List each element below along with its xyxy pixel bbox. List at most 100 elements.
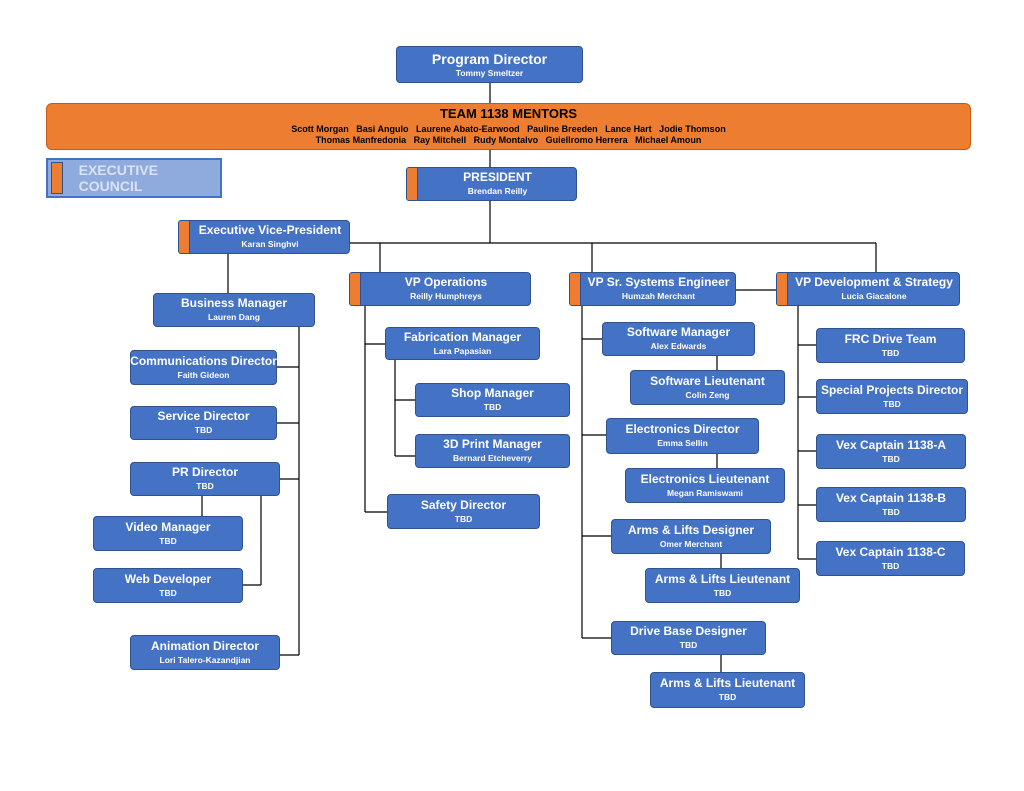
person-name: Emma Sellin (657, 438, 708, 449)
person-name: Karan Singhvi (241, 239, 299, 250)
person-name: Bernard Etcheverry (453, 453, 532, 464)
role-title: VP Sr. Systems Engineer (587, 275, 730, 290)
role-title: Arms & Lifts Lieutenant (659, 676, 796, 691)
role-title: Drive Base Designer (630, 624, 747, 639)
person-name: TBD (881, 560, 900, 571)
business-manager-box: Business Manager Lauren Dang (153, 293, 315, 327)
role-title: Arms & Lifts Designer (627, 522, 755, 537)
service-director-box: Service Director TBD (130, 406, 277, 440)
executive-tab (569, 272, 581, 306)
role-title: VP Development & Strategy (795, 275, 953, 290)
role-title: Program Director (431, 50, 548, 67)
person-name: TBD (679, 640, 698, 651)
role-title: VP Operations (404, 275, 488, 290)
role-title: Vex Captain 1138-C (835, 544, 946, 559)
president-box: PRESIDENT Brendan Reilly (406, 167, 577, 201)
role-title: Vex Captain 1138-A (835, 437, 947, 452)
arms-lifts-designer-box: Arms & Lifts Designer Omer Merchant (611, 519, 771, 554)
role-title: Web Developer (124, 571, 212, 586)
role-title: Arms & Lifts Lieutenant (654, 571, 791, 586)
vex-captain-a-box: Vex Captain 1138-A TBD (816, 434, 966, 469)
video-manager-box: Video Manager TBD (93, 516, 243, 551)
communications-director-box: Communications Director Faith Gideon (130, 350, 277, 385)
person-name: TBD (881, 347, 900, 358)
role-title: Electronics Director (625, 422, 740, 437)
legend-label: EXECUTIVE COUNCIL (78, 162, 158, 194)
software-lieutenant-box: Software Lieutenant Colin Zeng (630, 370, 785, 405)
person-name: Omer Merchant (659, 538, 723, 549)
person-name: Lauren Dang (208, 312, 260, 323)
person-name: TBD (713, 587, 732, 598)
role-title: Shop Manager (451, 386, 534, 401)
vp-operations-box: VP Operations Reilly Humphreys (349, 272, 531, 306)
role-title: Safety Director (420, 497, 507, 512)
fabrication-manager-box: Fabrication Manager Lara Papasian (385, 327, 540, 360)
vp-systems-engineer-box: VP Sr. Systems Engineer Humzah Merchant (569, 272, 736, 306)
role-title: Special Projects Director (820, 382, 964, 397)
person-name: TBD (196, 481, 214, 492)
person-name: Megan Ramiswami (666, 487, 744, 498)
print-3d-manager-box: 3D Print Manager Bernard Etcheverry (415, 434, 570, 468)
executive-tab (349, 272, 361, 306)
person-name: TBD (483, 402, 502, 413)
executive-tab (406, 167, 418, 201)
person-name: Alex Edwards (650, 341, 707, 352)
role-title: Software Lieutenant (650, 373, 765, 388)
executive-council-legend: EXECUTIVE COUNCIL (46, 158, 222, 198)
safety-director-box: Safety Director TBD (387, 494, 540, 529)
mentors-title: TEAM 1138 MENTORS (439, 106, 578, 122)
person-name: TBD (882, 506, 900, 517)
frc-drive-team-box: FRC Drive Team TBD (816, 328, 965, 363)
executive-tab (776, 272, 788, 306)
role-title: Executive Vice-President (198, 223, 342, 238)
person-name: TBD (882, 453, 900, 464)
arms-lifts-lieutenant-box: Arms & Lifts Lieutenant TBD (645, 568, 800, 603)
person-name: Brendan Reilly (467, 186, 528, 197)
person-name: TBD (718, 692, 737, 703)
person-name: Faith Gideon (177, 369, 230, 380)
software-manager-box: Software Manager Alex Edwards (602, 322, 755, 356)
shop-manager-box: Shop Manager TBD (415, 383, 570, 417)
role-title: 3D Print Manager (443, 437, 542, 452)
vex-captain-c-box: Vex Captain 1138-C TBD (816, 541, 965, 576)
person-name: TBD (194, 425, 213, 436)
role-title: PRESIDENT (463, 170, 532, 185)
role-title: PR Director (171, 465, 239, 480)
person-name: TBD (159, 535, 177, 546)
person-name: Lara Papasian (433, 345, 492, 356)
animation-director-box: Animation Director Lori Talero-Kazandjia… (130, 635, 280, 670)
role-title: Business Manager (180, 296, 288, 311)
person-name: Reilly Humphreys (410, 291, 482, 302)
person-name: TBD (159, 587, 177, 598)
role-title: Electronics Lieutenant (640, 471, 770, 486)
role-title: Communications Director (130, 353, 277, 368)
person-name: TBD (454, 513, 473, 524)
role-title: Service Director (157, 409, 250, 424)
pr-director-box: PR Director TBD (130, 462, 280, 496)
role-title: Video Manager (125, 519, 211, 534)
person-name: Tommy Smeltzer (455, 67, 524, 78)
vex-captain-b-box: Vex Captain 1138-B TBD (816, 487, 966, 522)
executive-tab (178, 220, 190, 254)
role-title: FRC Drive Team (844, 331, 937, 346)
role-title: Animation Director (150, 638, 259, 653)
role-title: Software Manager (626, 325, 731, 340)
person-name: Colin Zeng (685, 389, 730, 400)
person-name: Humzah Merchant (621, 291, 696, 302)
mentors-line-2: Thomas Manfredonia Ray Mitchell Rudy Mon… (315, 135, 702, 146)
program-director-box: Program Director Tommy Smeltzer (396, 46, 583, 83)
web-developer-box: Web Developer TBD (93, 568, 243, 603)
person-name: Lucia Giacalone (841, 291, 907, 302)
role-title: Vex Captain 1138-B (835, 490, 947, 505)
vp-development-strategy-box: VP Development & Strategy Lucia Giacalon… (776, 272, 960, 306)
mentors-box: TEAM 1138 MENTORS Scott Morgan Basi Angu… (46, 103, 971, 150)
special-projects-director-box: Special Projects Director TBD (816, 379, 968, 414)
drive-lifts-lieutenant-box: Arms & Lifts Lieutenant TBD (650, 672, 805, 708)
legend-swatch (51, 162, 63, 194)
person-name: TBD (883, 398, 901, 409)
drive-base-designer-box: Drive Base Designer TBD (611, 621, 766, 655)
electronics-director-box: Electronics Director Emma Sellin (606, 418, 759, 454)
role-title: Fabrication Manager (403, 329, 522, 344)
electronics-lieutenant-box: Electronics Lieutenant Megan Ramiswami (625, 468, 785, 503)
